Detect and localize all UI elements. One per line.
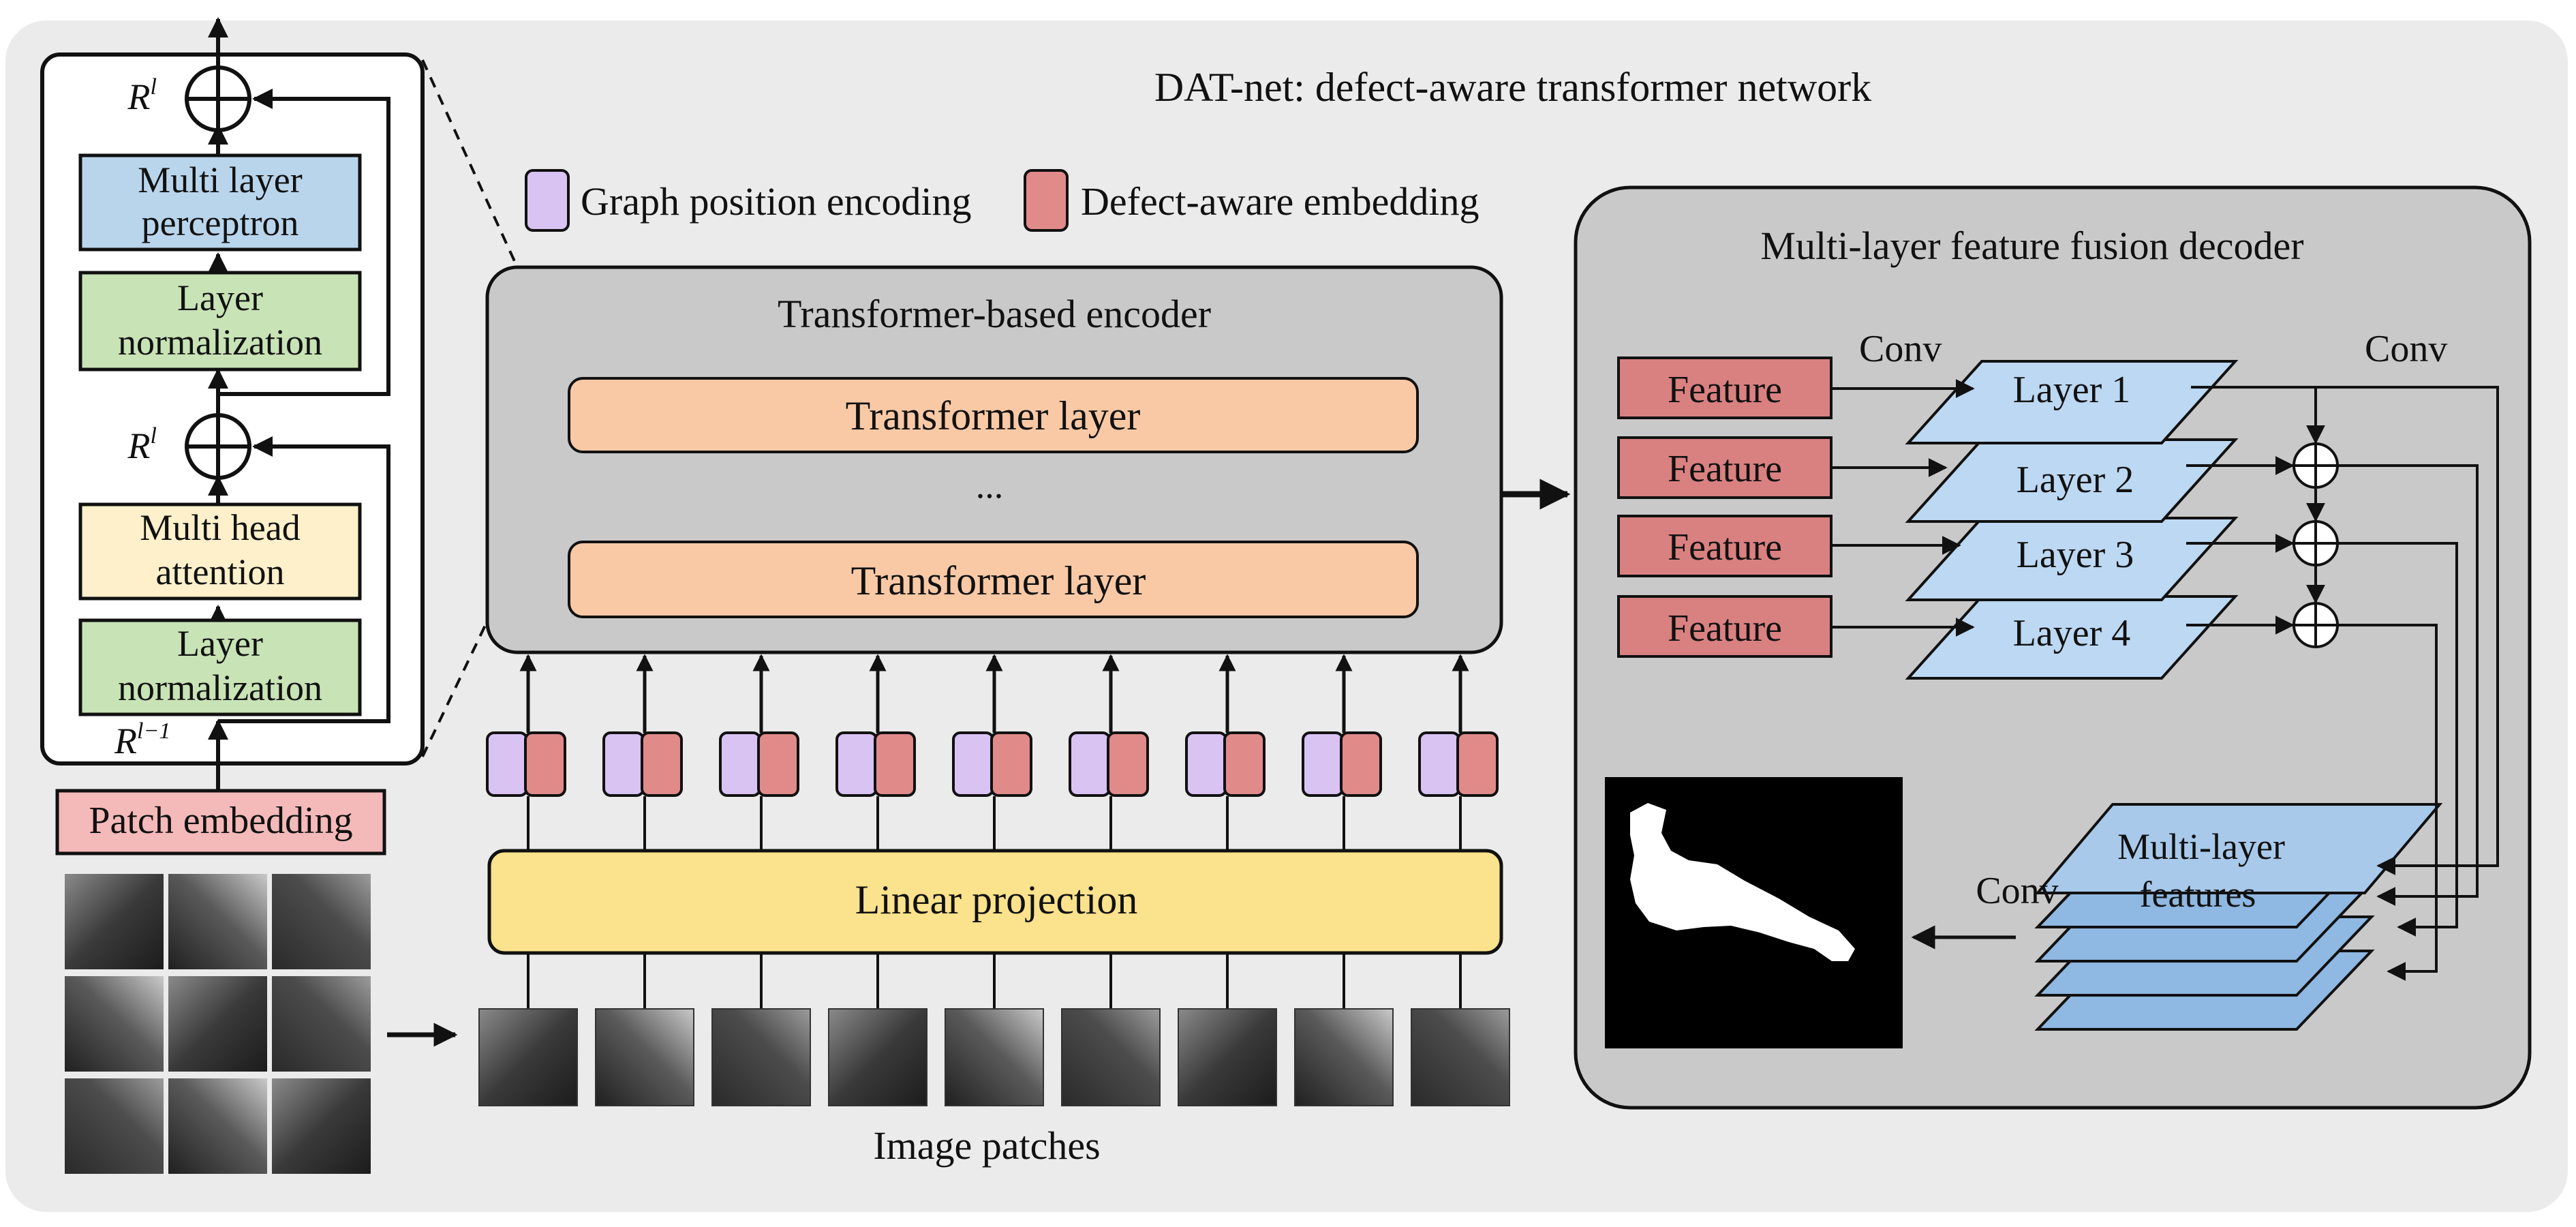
feature-box-2 — [1617, 436, 1833, 499]
defect-aware-token — [990, 731, 1032, 797]
defect-aware-token — [1107, 731, 1149, 797]
residual-label-mid: Rl — [127, 423, 157, 466]
mlp-label-line1: Multi layer — [138, 160, 302, 200]
graph-position-token — [835, 731, 878, 797]
defect-aware-token — [641, 731, 683, 797]
linear-projection-label: Linear projection — [855, 877, 1138, 922]
residual-label-input: Rl−1 — [114, 718, 170, 761]
feature-label-1: Feature — [1668, 369, 1782, 411]
graph-position-token — [952, 731, 994, 797]
layer-1-label: Layer 1 — [2013, 369, 2131, 411]
mlp-block — [78, 153, 362, 252]
legend-defect-aware-swatch — [1024, 169, 1069, 232]
graph-position-token — [1302, 731, 1344, 797]
graph-position-token — [1069, 731, 1111, 797]
transformer-layer-bottom — [568, 541, 1419, 618]
multi-layer-features-stack — [2034, 803, 2443, 894]
feature-fusion-decoder: Multi-layer feature fusion decoder Conv … — [1574, 185, 2532, 1110]
patch-embedding-block — [55, 789, 386, 855]
legend-graph-position-swatch — [525, 169, 570, 232]
layer-4-label: Layer 4 — [2013, 612, 2131, 654]
feature-label-3: Feature — [1668, 526, 1782, 569]
layer-norm-top-block — [78, 271, 362, 372]
encoder-title: Transformer-based encoder — [778, 292, 1211, 336]
conv-label-left: Conv — [1859, 328, 1942, 370]
feature-label-4: Feature — [1668, 607, 1782, 650]
conv-label-output: Conv — [1976, 870, 2058, 912]
transformer-layer-top-label: Transformer layer — [846, 393, 1141, 438]
multi-layer-features-line1: Multi-layer — [2117, 826, 2285, 867]
layer-norm-top-line1: Layer — [177, 277, 263, 318]
layer-2-label: Layer 2 — [2017, 459, 2134, 501]
transformer-block-detail: Rl Multi layer perceptron Layer normaliz… — [40, 17, 425, 804]
token-columns — [486, 654, 1499, 1009]
graph-position-token — [1185, 731, 1227, 797]
graph-position-token — [602, 731, 645, 797]
residual-label-top: Rl — [127, 74, 157, 117]
legend-defect-aware-label: Defect-aware embedding — [1081, 179, 1479, 224]
layer-norm-bottom-block — [78, 618, 362, 716]
layer-3-label: Layer 3 — [2017, 534, 2134, 576]
encoder-ellipsis: ... — [976, 465, 1004, 506]
decoder-title: Multi-layer feature fusion decoder — [1760, 224, 2303, 268]
conv-label-right: Conv — [2365, 328, 2447, 370]
image-patch — [1294, 1008, 1394, 1106]
image-patch-row — [478, 1008, 1510, 1106]
image-patch — [1178, 1008, 1277, 1106]
defect-aware-token — [1456, 731, 1499, 797]
image-patch — [595, 1008, 694, 1106]
graph-position-token — [719, 731, 761, 797]
defect-aware-token — [757, 731, 799, 797]
graph-position-token — [1418, 731, 1460, 797]
defect-aware-token — [874, 731, 916, 797]
transformer-layer-top — [568, 377, 1419, 453]
defect-region-shape — [1630, 803, 1855, 961]
mlp-label-line2: perceptron — [142, 202, 299, 243]
layer-2-plane — [1905, 438, 2239, 523]
layer-norm-top-line2: normalization — [118, 322, 322, 363]
image-patch — [945, 1008, 1044, 1106]
image-patch — [1411, 1008, 1510, 1106]
input-image-grid — [65, 874, 371, 1174]
mha-label-line2: attention — [156, 551, 285, 592]
image-patch — [711, 1008, 811, 1106]
graph-position-token — [486, 731, 528, 797]
layer-norm-bottom-line2: normalization — [118, 667, 322, 708]
multi-head-attention-block — [78, 502, 362, 601]
transformer-encoder: Transformer-based encoder Transformer la… — [485, 265, 1503, 654]
image-patch — [1061, 1008, 1161, 1106]
multi-layer-features-line2: features — [2140, 874, 2256, 915]
legend-graph-position-label: Graph position encoding — [581, 179, 971, 224]
mha-label-line1: Multi head — [140, 507, 300, 548]
diagram-title: DAT-net: defect-aware transformer networ… — [1154, 65, 1871, 110]
defect-aware-token — [524, 731, 566, 797]
layer-norm-bottom-line1: Layer — [177, 623, 263, 664]
feature-label-2: Feature — [1668, 448, 1782, 490]
linear-projection-block — [487, 849, 1503, 955]
defect-aware-token — [1340, 731, 1382, 797]
transformer-layer-bottom-label: Transformer layer — [851, 558, 1146, 603]
image-patches-label: Image patches — [873, 1123, 1100, 1168]
defect-aware-token — [1223, 731, 1266, 797]
image-patch — [478, 1008, 578, 1106]
patch-embedding-label: Patch embedding — [89, 800, 352, 842]
image-patch — [828, 1008, 927, 1106]
